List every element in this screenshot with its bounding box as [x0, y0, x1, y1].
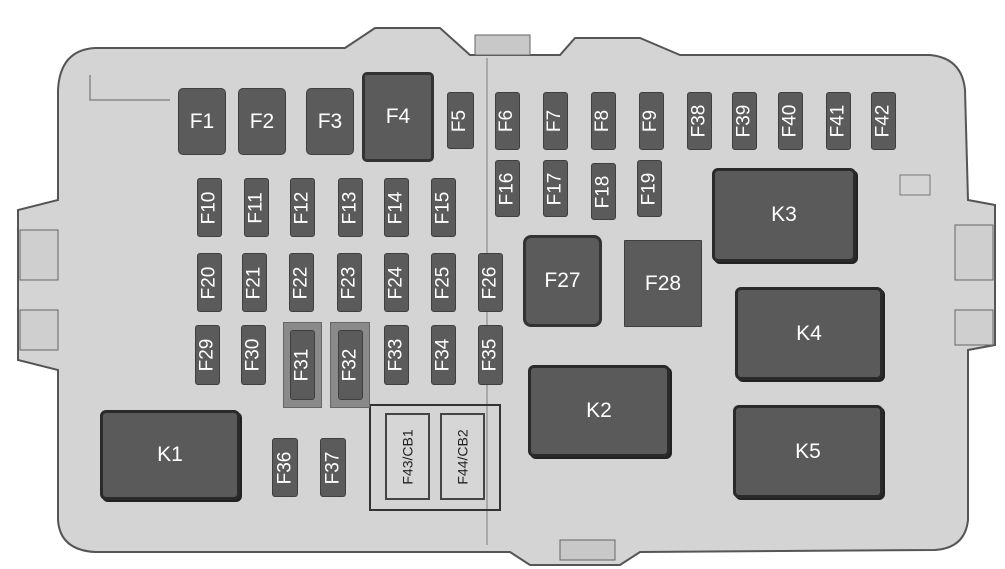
- fuse-label: F43/CB1: [399, 428, 416, 485]
- fuse-f10: F10: [197, 178, 222, 237]
- fuse-f36: F36: [272, 438, 298, 497]
- relay-k4: K4: [735, 287, 883, 380]
- relay-label: K5: [795, 439, 821, 463]
- fuse-label: F30: [242, 338, 264, 372]
- fuse-f2: F2: [238, 88, 286, 155]
- fuse-label: F3: [317, 109, 343, 133]
- fuse-label: F36: [274, 451, 295, 484]
- fuse-f17: F17: [543, 160, 568, 217]
- fuse-f8: F8: [591, 92, 616, 150]
- fuse-label: F6: [496, 109, 518, 133]
- fuse-label: F9: [640, 109, 662, 133]
- fuse-f19: F19: [637, 160, 662, 217]
- fuse-f12: F12: [290, 178, 315, 237]
- fuse-f24: F24: [384, 253, 409, 312]
- fuse-f7: F7: [543, 92, 568, 150]
- fuse-label: F39: [733, 104, 755, 138]
- fuse-f31: F31: [290, 330, 315, 400]
- fuse-label: F16: [496, 172, 518, 205]
- fuse-f14: F14: [384, 178, 409, 237]
- fuse-f21: F21: [242, 253, 267, 312]
- fuse-label: F20: [198, 266, 220, 299]
- fuse-label: F28: [644, 271, 682, 295]
- fuse-label: F44/CB2: [454, 428, 471, 485]
- fuse-label: F4: [385, 105, 411, 128]
- fuse-label: F22: [290, 266, 312, 299]
- fuse-f1: F1: [178, 88, 226, 155]
- fuse-label: F2: [249, 109, 275, 133]
- fuse-f25: F25: [431, 253, 456, 312]
- fuse-label: F33: [385, 338, 407, 372]
- fuse-f16: F16: [495, 160, 520, 217]
- fuse-f29: F29: [195, 325, 220, 385]
- fuse-f39: F39: [732, 92, 757, 150]
- relay-label: K4: [796, 321, 822, 345]
- fuse-label: F35: [479, 338, 501, 372]
- fuse-f38: F38: [687, 92, 712, 150]
- circuit-breaker-f43-cb1: F43/CB1: [385, 413, 430, 500]
- relay-label: K1: [157, 443, 183, 466]
- fuse-label: F15: [432, 191, 454, 224]
- fuse-f3: F3: [306, 88, 354, 155]
- relay-k1: K1: [100, 410, 240, 500]
- fuse-label: F5: [449, 109, 471, 132]
- circuit-breaker-f44-cb2: F44/CB2: [440, 413, 485, 500]
- fuse-label: F18: [592, 175, 614, 208]
- relay-label: K2: [586, 399, 612, 422]
- fuse-f35: F35: [478, 325, 503, 385]
- fuse-f32: F32: [338, 330, 363, 400]
- fuse-f22: F22: [289, 253, 314, 312]
- fuse-f13: F13: [338, 178, 363, 237]
- fuse-label: F41: [827, 104, 849, 138]
- fuse-f23: F23: [337, 253, 362, 312]
- relay-label: K3: [771, 203, 797, 226]
- fuse-f5: F5: [447, 92, 474, 149]
- fuse-f15: F15: [431, 178, 456, 237]
- fuse-f26: F26: [478, 253, 503, 312]
- fuse-f6: F6: [495, 92, 520, 150]
- fuse-label: F17: [544, 172, 566, 205]
- relay-k3: K3: [712, 168, 856, 262]
- fuse-label: F42: [872, 104, 894, 138]
- fuse-label: F23: [338, 266, 360, 299]
- fuse-f33: F33: [384, 325, 409, 385]
- fuse-f28: F28: [624, 240, 702, 327]
- fuse-f40: F40: [778, 92, 803, 150]
- fuse-label: F27: [544, 269, 581, 292]
- fuse-label: F29: [196, 338, 218, 372]
- fuse-label: F13: [339, 191, 361, 224]
- fuse-label: F7: [544, 109, 566, 133]
- fuse-f41: F41: [826, 92, 851, 150]
- fuse-label: F1: [189, 109, 215, 133]
- fuse-label: F11: [245, 191, 267, 224]
- fuse-f9: F9: [639, 92, 664, 150]
- fuse-f4: F4: [362, 72, 434, 162]
- fuse-f20: F20: [197, 253, 222, 312]
- fuse-label: F21: [243, 266, 265, 299]
- fuse-label: F40: [779, 104, 801, 138]
- fuse-f34: F34: [431, 325, 456, 385]
- fuse-f27: F27: [523, 235, 602, 327]
- fuse-label: F14: [385, 191, 407, 224]
- fuse-f37: F37: [320, 438, 346, 497]
- fuse-label: F19: [638, 172, 660, 205]
- fuse-f18: F18: [591, 163, 616, 220]
- relay-k2: K2: [528, 365, 670, 457]
- fuse-f11: F11: [244, 178, 269, 237]
- fuse-label: F34: [432, 338, 454, 372]
- fuse-f42: F42: [871, 92, 896, 150]
- fuse-label: F32: [339, 348, 361, 382]
- fuse-label: F24: [385, 266, 407, 299]
- fuse-label: F10: [198, 191, 220, 224]
- fuse-label: F37: [322, 451, 343, 484]
- fuse-label: F31: [291, 348, 313, 382]
- fuse-label: F25: [432, 266, 454, 299]
- fuse-label: F38: [688, 104, 710, 138]
- relay-k5: K5: [733, 405, 883, 498]
- fuse-f30: F30: [241, 325, 266, 385]
- fuse-label: F26: [479, 266, 501, 299]
- fuse-label: F12: [291, 191, 313, 224]
- fuse-label: F8: [592, 109, 614, 133]
